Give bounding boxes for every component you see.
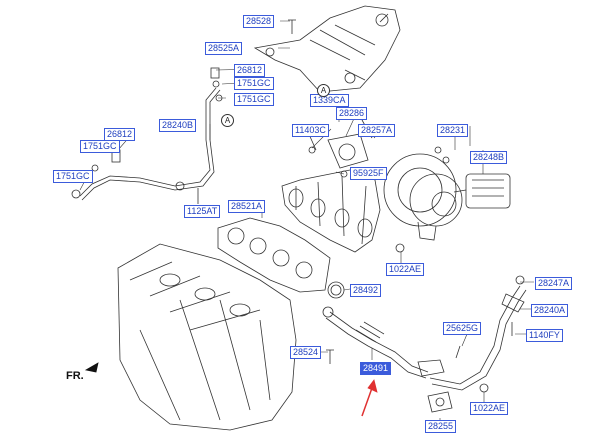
heat-shield-hole — [344, 72, 356, 84]
label-28257A[interactable]: 28257A — [358, 124, 396, 137]
actuator-fins — [472, 179, 504, 197]
label-1751GC-a[interactable]: 1751GC — [234, 77, 274, 90]
manifold-port — [288, 188, 304, 208]
gasket-port — [295, 261, 313, 279]
label-25625G[interactable]: 25625G — [443, 322, 482, 335]
cylinder-port — [229, 303, 251, 317]
nut-1022AE — [395, 243, 405, 253]
oil-return-pipe-outline — [325, 317, 427, 379]
turbine-inner — [397, 167, 443, 213]
label-1751GC-b[interactable]: 1751GC — [234, 93, 274, 106]
engine-block-details — [129, 261, 271, 421]
leader-lines — [79, 20, 534, 424]
oil-return-pipe — [329, 311, 429, 373]
label-28255[interactable]: 28255 — [425, 420, 457, 433]
oil-feed-pipe — [79, 87, 217, 197]
pointer-arrow — [361, 387, 373, 417]
turbo-bolt — [434, 146, 442, 154]
oil-feed-pipe-outline — [81, 89, 221, 201]
washer-bottom-left — [71, 189, 81, 199]
washer-top — [212, 80, 220, 88]
label-1125AT[interactable]: 1125AT — [184, 205, 221, 218]
label-28240B[interactable]: 28240B — [159, 119, 197, 132]
gasket-28286 — [327, 133, 369, 169]
banjo-bolt-top — [210, 67, 220, 79]
label-28247A[interactable]: 28247A — [535, 277, 573, 290]
manifold-gasket — [217, 217, 331, 293]
washer-left — [91, 164, 99, 172]
turbo-outlet-pipe — [417, 221, 437, 241]
actuator-rod — [453, 189, 467, 193]
engine-block — [117, 243, 297, 431]
pipe-end — [322, 306, 334, 318]
bolt-25625G — [455, 345, 461, 359]
gasket-port — [249, 237, 267, 255]
seal-28492 — [327, 281, 345, 299]
label-28525A[interactable]: 28525A — [205, 42, 243, 55]
oil-return-hose — [355, 321, 385, 343]
label-28524[interactable]: 28524 — [290, 346, 322, 359]
manifold-port — [357, 218, 373, 238]
gasket-port — [227, 227, 245, 245]
gasket-hole — [338, 143, 356, 161]
label-1751GC-d[interactable]: 1751GC — [53, 170, 93, 183]
bolt-28528 — [288, 19, 296, 34]
exhaust-manifold — [281, 169, 381, 253]
label-28248B[interactable]: 28248B — [470, 151, 508, 164]
label-28528[interactable]: 28528 — [243, 15, 275, 28]
label-28492[interactable]: 28492 — [350, 284, 382, 297]
flange-28255 — [427, 391, 453, 413]
flange — [417, 359, 445, 377]
label-28521A[interactable]: 28521A — [228, 200, 266, 213]
label-95925F[interactable]: 95925F — [350, 167, 387, 180]
reference-circle-a-top: A — [221, 114, 234, 127]
turbine-housing — [383, 153, 457, 227]
gasket-port — [272, 249, 290, 267]
bolt-28524 — [326, 349, 334, 364]
label-1022AE-bottom[interactable]: 1022AE — [470, 402, 509, 415]
label-28231[interactable]: 28231 — [437, 124, 469, 137]
label-1751GC-c[interactable]: 1751GC — [80, 140, 120, 153]
label-1339CA[interactable]: 1339CA — [310, 94, 349, 107]
reference-circle-a-left: A — [317, 84, 330, 97]
oil-pipe-28240A — [429, 285, 521, 385]
compressor-inlet — [431, 191, 457, 217]
label-1022AE-top[interactable]: 1022AE — [386, 263, 425, 276]
cylinder-port — [159, 273, 181, 287]
manifold-port — [334, 208, 350, 228]
manifold-runners — [295, 175, 367, 245]
heat-shield-ribs — [309, 13, 389, 81]
label-11403C[interactable]: 11403C — [292, 124, 329, 137]
flange-hole — [435, 397, 445, 407]
cylinder-port — [194, 287, 216, 301]
label-26812-top[interactable]: 26812 — [234, 64, 266, 77]
pipe-clip — [175, 181, 185, 191]
label-1140FY[interactable]: 1140FY — [526, 329, 563, 342]
wastegate-actuator — [465, 173, 511, 209]
label-28240A[interactable]: 28240A — [531, 304, 569, 317]
label-28491[interactable]: 28491 — [360, 362, 392, 375]
label-28286[interactable]: 28286 — [336, 107, 368, 120]
heat-shield-hole — [265, 47, 275, 57]
pointer-arrow-head — [367, 379, 378, 393]
heat-shield-hole — [375, 13, 389, 27]
seal-28492-inner — [330, 284, 342, 296]
nut-11403C — [308, 146, 316, 154]
front-arrow — [84, 362, 99, 373]
heat-shield — [253, 5, 401, 93]
nut-1022AE-bottom — [479, 383, 489, 393]
turbo-bolt — [442, 156, 450, 164]
oil-pipe-28240A-outline — [431, 289, 527, 391]
pipe-fitting — [501, 293, 525, 313]
front-direction-label: FR. — [66, 370, 84, 382]
seal-28247A — [515, 275, 525, 285]
manifold-port — [310, 198, 326, 218]
